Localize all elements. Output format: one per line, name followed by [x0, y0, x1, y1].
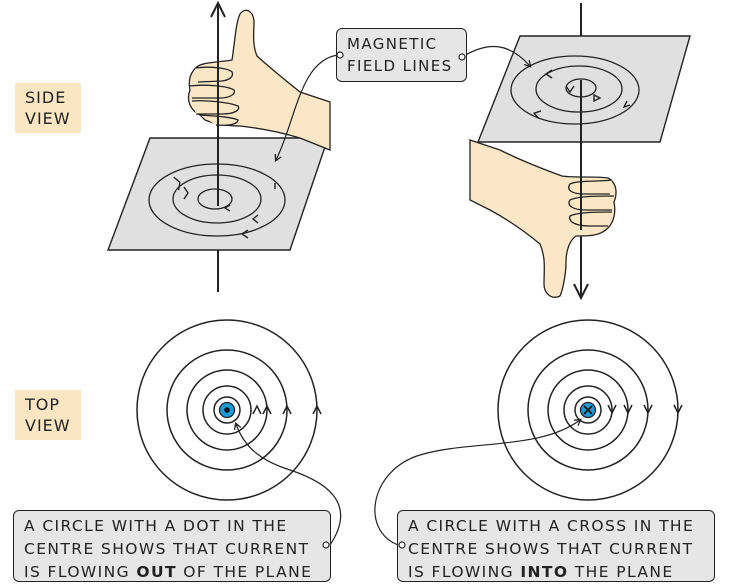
side-view-label-line2: VIEW: [25, 109, 71, 128]
callout-line2: FIELD LINES: [347, 57, 453, 75]
side-view-label: SIDE VIEW: [15, 83, 81, 133]
in-caption-bold: INTO: [520, 563, 569, 581]
top-view-out-of-plane: [136, 319, 322, 501]
out-caption-line3-post: OF THE PLANE: [176, 563, 313, 581]
top-view-label-line1: TOP: [25, 395, 61, 414]
out-caption-bold: OUT: [136, 563, 177, 581]
out-of-plane-caption: A CIRCLE WITH A DOT IN THE CENTRE SHOWS …: [13, 510, 331, 582]
in-caption-line3-pre: IS FLOWING: [408, 563, 521, 581]
in-caption-line2: CENTRE SHOWS THAT CURRENT: [408, 540, 694, 558]
out-caption-line3: IS FLOWING OUT OF THE PLANE: [24, 561, 320, 584]
top-view-label: TOP VIEW: [15, 390, 81, 440]
field-lines-callout: MAGNETIC FIELD LINES: [336, 28, 467, 82]
side-view-left-current-up: [106, 0, 331, 292]
right-hand-thumb-down-icon: [469, 139, 617, 298]
out-caption-line1: A CIRCLE WITH A DOT IN THE: [24, 517, 288, 535]
caption-connectors: [236, 420, 580, 546]
in-caption-line3: IS FLOWING INTO THE PLANE: [408, 561, 704, 584]
out-caption-line2: CENTRE SHOWS THAT CURRENT: [24, 540, 310, 558]
in-caption-line1: A CIRCLE WITH A CROSS IN THE: [408, 517, 695, 535]
side-view-label-line1: SIDE: [25, 88, 67, 107]
field-plane-right: [476, 35, 691, 143]
top-view-label-line2: VIEW: [25, 416, 71, 435]
top-view-into-plane: [497, 319, 683, 501]
in-caption-line3-post: THE PLANE: [568, 563, 674, 581]
into-plane-caption: A CIRCLE WITH A CROSS IN THE CENTRE SHOW…: [397, 510, 715, 582]
out-caption-line3-pre: IS FLOWING: [24, 563, 137, 581]
callout-connectors: [276, 45, 530, 160]
callout-line1: MAGNETIC: [347, 35, 438, 53]
right-hand-thumb-up-icon: [187, 9, 331, 151]
